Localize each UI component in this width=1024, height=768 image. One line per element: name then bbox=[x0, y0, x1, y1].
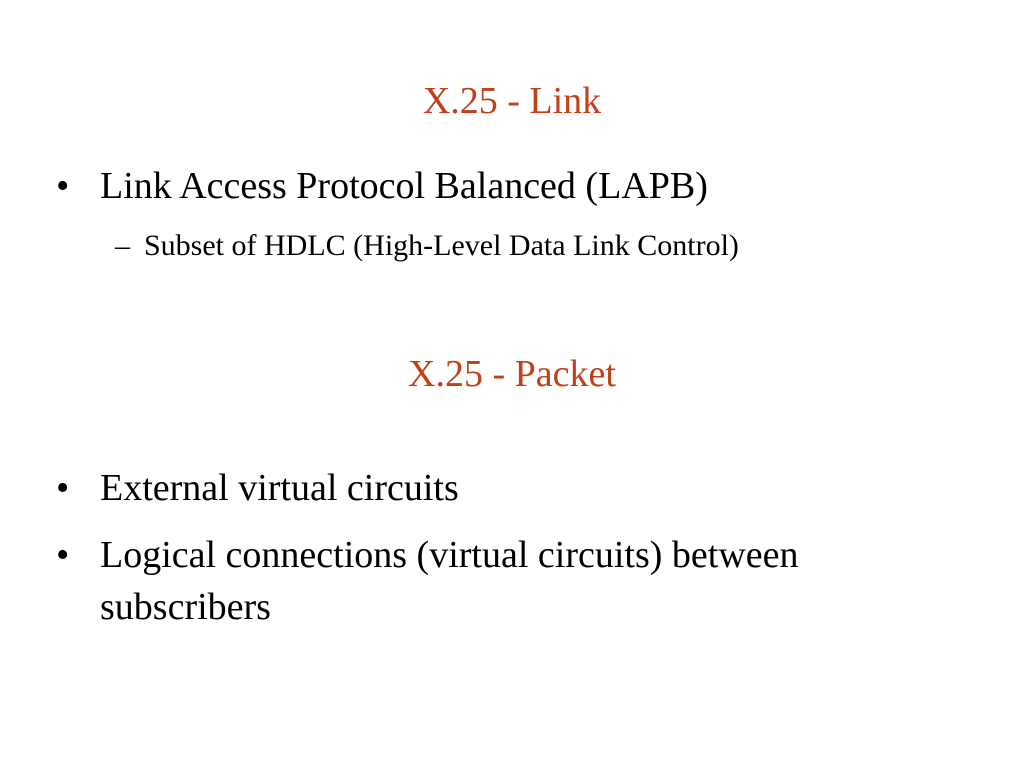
sub-bullet-marker: – bbox=[115, 229, 130, 262]
section-title-link: X.25 - Link bbox=[422, 80, 602, 122]
bullet-marker: • bbox=[56, 165, 70, 207]
bullet-text: Link Access Protocol Balanced (LAPB) bbox=[100, 165, 708, 207]
bullet-marker: • bbox=[56, 534, 70, 576]
sub-bullet-text: Subset of HDLC (High-Level Data Link Con… bbox=[144, 229, 739, 262]
section-title-packet: X.25 - Packet bbox=[408, 353, 616, 395]
bullet-text-line-1: Logical connections (virtual circuits) b… bbox=[100, 534, 799, 576]
bullet-text-line-2: subscribers bbox=[100, 586, 271, 628]
bullet-text: External virtual circuits bbox=[100, 467, 459, 509]
bullet-marker: • bbox=[56, 467, 70, 509]
